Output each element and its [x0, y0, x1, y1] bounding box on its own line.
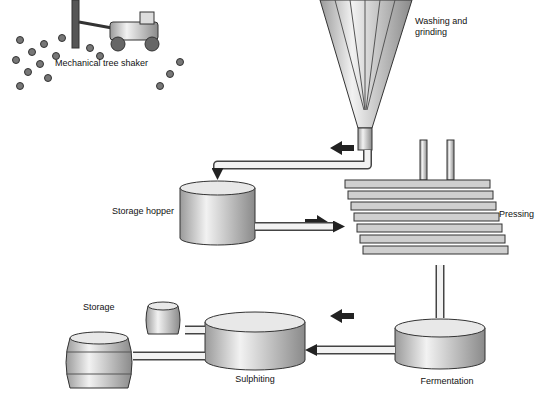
pipe-connector: [133, 330, 205, 356]
washing-funnel: [320, 0, 412, 150]
equipment-node: Storage: [65, 300, 185, 392]
hopper-tank: [180, 181, 255, 245]
pipe-wall: [133, 352, 205, 361]
sulphiting-tank: [205, 312, 305, 370]
equipment-label: Sulphiting: [215, 374, 295, 385]
pipe-connector: [317, 350, 395, 351]
storage-barrel: [66, 302, 180, 388]
press-plate: [357, 224, 502, 232]
pipe-connector: [440, 265, 441, 318]
pipe-bore: [218, 150, 368, 168]
fermentation-tank: [395, 319, 485, 369]
pipe-bore: [437, 265, 443, 318]
press-plate: [360, 235, 505, 243]
pipe-connector: [255, 226, 333, 227]
equipment-node: Mechanical tree shaker: [15, 0, 165, 55]
equipment-label: Storage hopper: [106, 206, 174, 217]
equipment-node: Storage hopper: [180, 180, 255, 245]
pipe-wall: [218, 150, 368, 168]
equipment-label: Pressing: [499, 209, 549, 220]
press-plate: [348, 191, 493, 199]
equipment-node: Fermentation: [395, 318, 485, 370]
pipe-wall: [436, 265, 445, 318]
equipment-label: Washing and grinding: [415, 16, 485, 38]
pipe-bore: [255, 224, 333, 230]
tree-shaker: [13, 0, 184, 90]
equipment-node: Washing and grinding: [325, 0, 410, 150]
pipe-bore: [133, 353, 205, 359]
equipment-label: Mechanical tree shaker: [55, 58, 175, 69]
pipe-bore: [185, 327, 205, 333]
equipment-label: Fermentation: [407, 376, 487, 387]
press-plate: [345, 180, 490, 188]
pipe-bore: [317, 347, 395, 353]
pipe-wall: [317, 346, 395, 355]
press-plate: [354, 213, 499, 221]
pipe-wall: [185, 326, 205, 335]
pipe-wall: [255, 222, 333, 231]
equipment-label: Storage: [83, 302, 138, 313]
equipment-node: Pressing: [345, 175, 495, 265]
press-plate: [363, 246, 508, 254]
pipe-connector: [218, 150, 368, 168]
equipment-node: Sulphiting: [205, 312, 305, 370]
press-plate: [351, 202, 496, 210]
